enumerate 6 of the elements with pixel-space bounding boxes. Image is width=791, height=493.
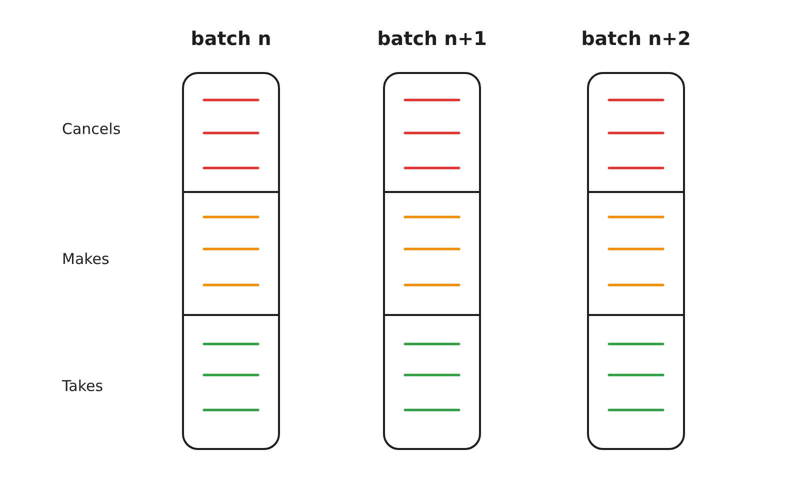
row-label: Cancels bbox=[62, 120, 121, 138]
column-heading: batch n bbox=[190, 28, 272, 50]
row-label: Takes bbox=[62, 377, 104, 395]
column-heading: batch n+1 bbox=[377, 28, 487, 50]
column-heading: batch n+2 bbox=[581, 28, 691, 50]
row-label: Makes bbox=[62, 250, 110, 268]
